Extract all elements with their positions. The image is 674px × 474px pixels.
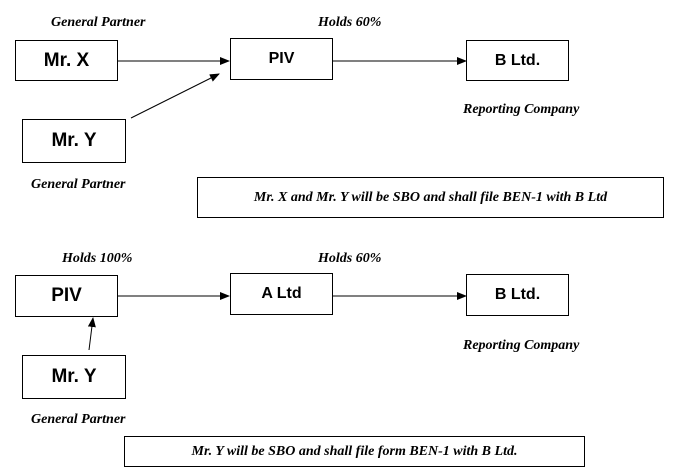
arrow-mry-to-piv (130, 73, 220, 119)
mry-role-label-top: General Partner (31, 177, 126, 192)
mr-y-box-top: Mr. Y (22, 119, 126, 163)
mr-y-label-bottom: Mr. Y (51, 366, 97, 387)
sbo-note-bottom-text: Mr. Y will be SBO and shall file form BE… (191, 443, 518, 459)
reporting-company-caption-bottom: Reporting Company (463, 338, 580, 353)
piv-label-top: PIV (268, 50, 295, 67)
piv-box-bottom: PIV (15, 275, 118, 317)
a-ltd-box: A Ltd (230, 273, 333, 315)
sbo-note-top-text: Mr. X and Mr. Y will be SBO and shall fi… (253, 189, 608, 205)
holds-60-label-bottom: Holds 60% (318, 251, 382, 266)
a-ltd-label: A Ltd (261, 285, 302, 302)
b-ltd-box-bottom: B Ltd. (466, 274, 569, 316)
b-ltd-box-top: B Ltd. (466, 40, 569, 81)
sbo-note-top: Mr. X and Mr. Y will be SBO and shall fi… (197, 177, 664, 218)
holds-60-label-top: Holds 60% (318, 15, 382, 30)
mr-y-label-top: Mr. Y (51, 130, 97, 151)
mr-x-label: Mr. X (43, 49, 90, 71)
holds-100-label: Holds 100% (62, 251, 133, 266)
arrow-mry-to-piv-bottom (87, 317, 96, 351)
b-ltd-label-bottom: B Ltd. (494, 286, 541, 303)
mry-role-label-bottom: General Partner (31, 412, 126, 427)
mr-x-box: Mr. X (15, 40, 118, 81)
b-ltd-label-top: B Ltd. (494, 51, 541, 69)
reporting-company-caption-top: Reporting Company (463, 102, 580, 117)
piv-box-top: PIV (230, 38, 333, 80)
sbo-note-bottom: Mr. Y will be SBO and shall file form BE… (124, 436, 585, 467)
mrx-role-label: General Partner (51, 15, 146, 30)
piv-label-bottom: PIV (51, 285, 82, 306)
mr-y-box-bottom: Mr. Y (22, 355, 126, 399)
